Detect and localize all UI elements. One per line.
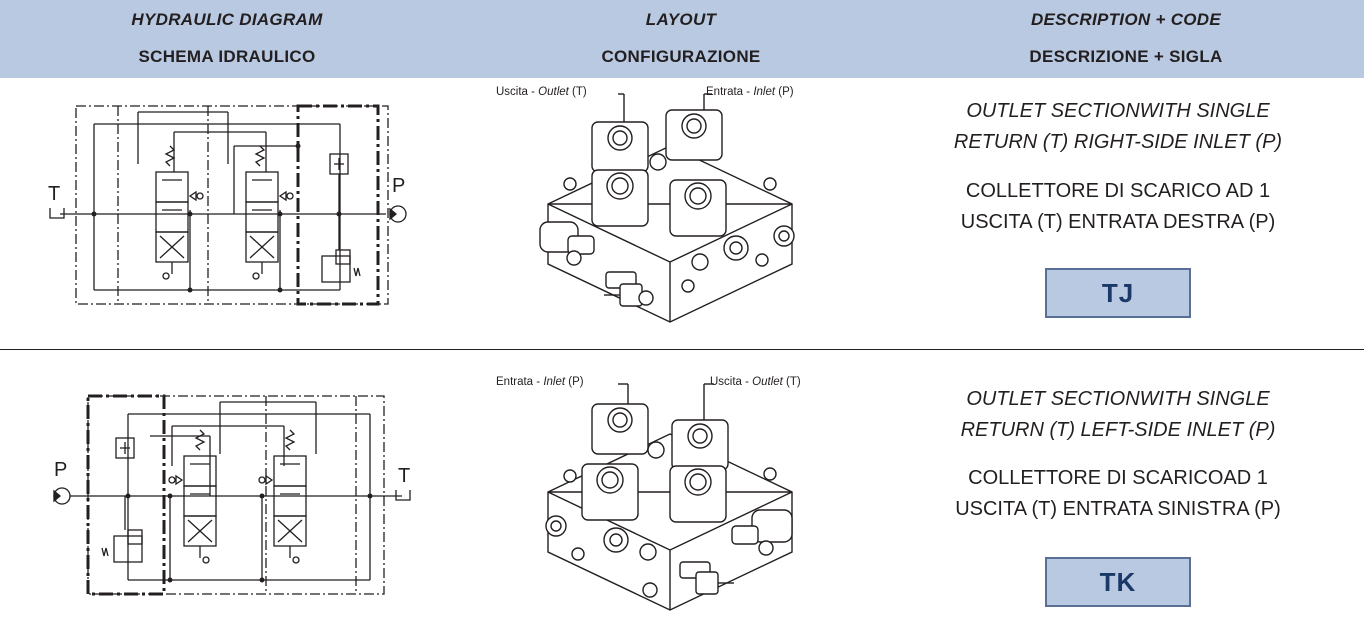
header-col2-en: LAYOUT <box>645 10 717 29</box>
table-header: HYDRAULIC DIAGRAM SCHEMA IDRAULICO LAYOU… <box>0 0 1364 78</box>
description-en-line1: OUTLET SECTIONWITH SINGLE <box>966 100 1270 122</box>
callout-italic: Inlet <box>753 86 776 98</box>
header-description-code: DESCRIPTION + CODE DESCRIZIONE + SIGLA <box>888 0 1364 78</box>
diagram-port-right: P <box>392 175 405 197</box>
callout-suffix: (P) <box>775 86 794 98</box>
callout-prefix: Entrata - <box>706 86 754 98</box>
callout-suffix: (P) <box>565 376 584 388</box>
description-it-line2: USCITA (T) ENTRATA DESTRA (P) <box>960 211 1276 233</box>
callout-outlet: Uscita - Outlet (T) <box>496 86 587 98</box>
diagram-port-right: T <box>398 465 410 487</box>
code-badge: TJ <box>1045 268 1191 318</box>
valve-layout-drawing-tj <box>539 93 795 323</box>
callout-italic: Outlet <box>538 86 569 98</box>
callout-inlet: Entrata - Inlet (P) <box>706 86 794 98</box>
hydraulic-diagram-tj: T P <box>48 104 407 306</box>
callout-suffix: (T) <box>568 86 587 98</box>
header-col3-en: DESCRIPTION + CODE <box>1030 10 1222 29</box>
description-it-line1: COLLETTORE DI SCARICOAD 1 <box>968 467 1268 489</box>
header-col1-it: SCHEMA IDRAULICO <box>138 47 316 66</box>
callout-prefix: Uscita - <box>710 376 753 388</box>
callout-inlet: Entrata - Inlet (P) <box>496 376 584 388</box>
header-hydraulic-diagram: HYDRAULIC DIAGRAM SCHEMA IDRAULICO <box>0 0 454 78</box>
header-col2-it: CONFIGURAZIONE <box>601 47 761 66</box>
code-badge: TK <box>1045 557 1191 607</box>
callout-suffix: (T) <box>782 376 801 388</box>
description-en-line2: RETURN (T) LEFT-SIDE INLET (P) <box>960 419 1276 441</box>
hydraulic-diagram-tk: P T <box>53 394 411 596</box>
header-col3-it: DESCRIZIONE + SIGLA <box>1029 47 1223 66</box>
header-layout: LAYOUT CONFIGURAZIONE <box>454 0 908 78</box>
description-en-line1: OUTLET SECTIONWITH SINGLE <box>966 388 1270 410</box>
valve-layout-drawing-tk <box>545 383 793 611</box>
diagram-port-left: P <box>54 459 67 481</box>
row-divider <box>0 349 1364 350</box>
callout-italic: Inlet <box>543 376 566 388</box>
callout-prefix: Entrata - <box>496 376 544 388</box>
callout-prefix: Uscita - <box>496 86 539 98</box>
diagram-port-left: T <box>48 183 60 205</box>
callout-outlet: Uscita - Outlet (T) <box>710 376 801 388</box>
description-en-line2: RETURN (T) RIGHT-SIDE INLET (P) <box>953 131 1283 153</box>
header-col1-en: HYDRAULIC DIAGRAM <box>131 10 323 29</box>
description-it-line1: COLLETTORE DI SCARICO AD 1 <box>965 180 1271 202</box>
description-it-line2: USCITA (T) ENTRATA SINISTRA (P) <box>955 498 1281 520</box>
callout-italic: Outlet <box>752 376 783 388</box>
